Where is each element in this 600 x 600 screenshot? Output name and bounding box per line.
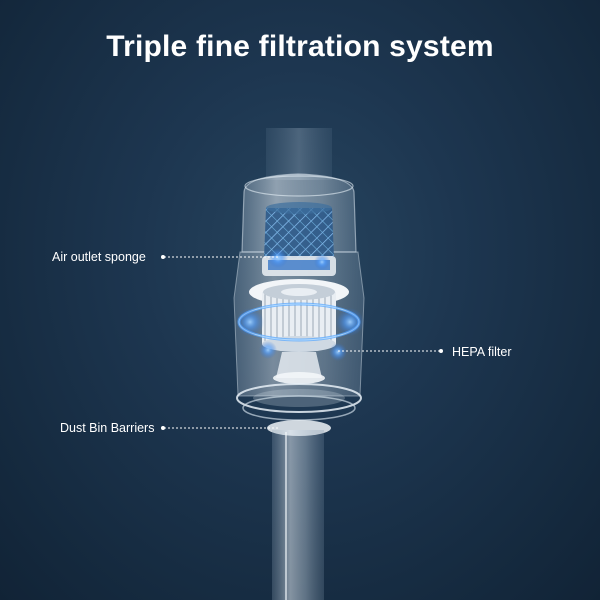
callout-dust-bin-barriers: Dust Bin Barriers [60,421,155,435]
lower-tube [272,430,324,600]
upper-tube [266,128,332,180]
page-title: Triple fine filtration system [106,30,494,63]
callout-hepa-filter: HEPA filter [452,345,512,359]
callout-lines [161,255,443,430]
blue-glow-effects [236,248,364,361]
callout-air-outlet-sponge: Air outlet sponge [52,250,146,264]
